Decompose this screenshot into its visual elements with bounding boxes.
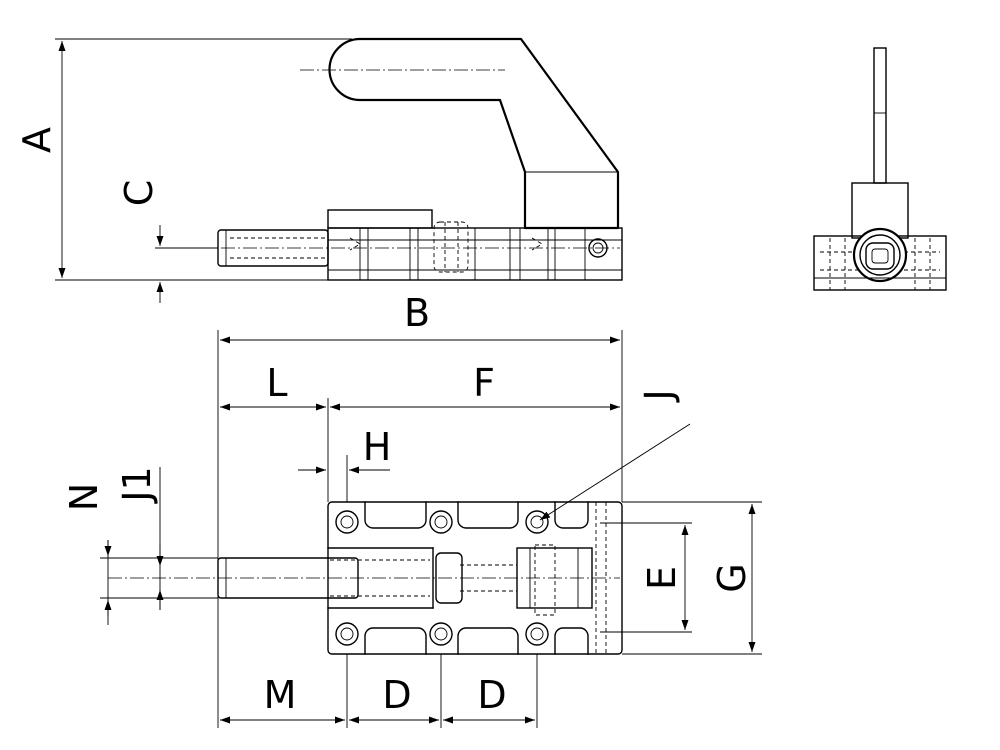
label-M: M (264, 673, 297, 717)
label-F: F (473, 361, 495, 405)
label-J1: J1 (115, 466, 159, 503)
top-view (108, 501, 623, 655)
label-G: G (710, 563, 754, 592)
label-C: C (117, 180, 161, 207)
label-J: J (637, 389, 681, 402)
label-D2: D (477, 673, 506, 717)
top-view-dimensions (100, 330, 762, 728)
label-B: B (404, 291, 430, 335)
label-L: L (266, 361, 287, 405)
dimension-labels: A C B L F H J N J1 E G M D D (15, 127, 754, 717)
handle (328, 37, 620, 230)
label-A: A (15, 127, 59, 153)
label-E: E (640, 566, 684, 590)
label-H: H (363, 425, 392, 469)
side-view-dimensions (55, 38, 352, 303)
label-N: N (62, 483, 106, 511)
end-view (813, 47, 947, 291)
side-view (155, 37, 623, 281)
label-D1: D (382, 673, 411, 717)
